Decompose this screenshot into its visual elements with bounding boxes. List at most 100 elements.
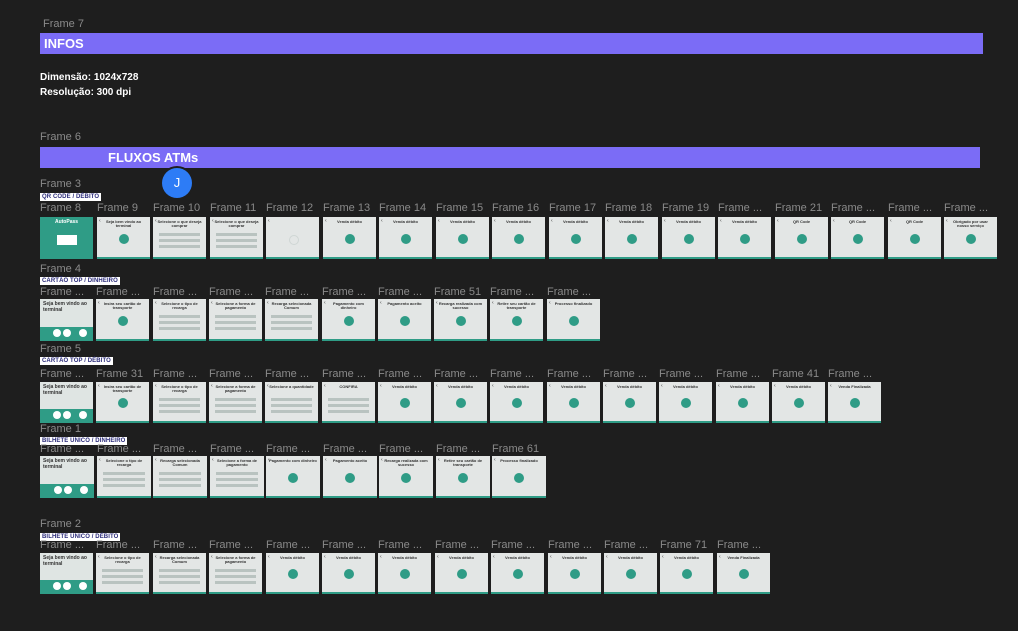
screen-thumbnail[interactable]: ‹Selecione o tipo de recarga [97,456,151,498]
frame-label[interactable]: Frame ... [378,286,423,298]
screen-thumbnail[interactable]: ‹Selecione a quantidade [265,382,318,423]
screen-thumbnail[interactable]: ‹Venda débito [605,217,658,259]
frame-label[interactable]: Frame ... [153,368,198,380]
frame-label[interactable]: Frame ... [96,539,141,551]
frame-label[interactable]: Frame ... [379,443,424,455]
screen-thumbnail[interactable]: ‹Venda débito [378,382,431,423]
screen-thumbnail[interactable]: ‹Selecione a forma de pagamento [209,553,262,594]
screen-thumbnail[interactable]: ‹Recarga realizada com sucesso [379,456,433,498]
screen-thumbnail[interactable]: ‹Venda débito [378,553,431,594]
frame-label[interactable]: Frame ... [547,368,592,380]
screen-thumbnail[interactable]: ‹Insira seu cartão de transporte [96,299,149,341]
screen-thumbnail[interactable]: ‹Venda débito [434,382,487,423]
frame-label[interactable]: Frame 18 [605,202,653,214]
frame-label[interactable]: Frame ... [716,368,761,380]
frame-2-label[interactable]: Frame 2 [40,518,81,530]
screen-thumbnail[interactable]: ‹Recarga selecionada Comum [153,553,206,594]
frame-label[interactable]: Frame 31 [96,368,144,380]
screen-thumbnail[interactable]: ‹Selecione o que deseja comprar [210,217,263,259]
screen-thumbnail[interactable]: ‹Selecione a forma de pagamento [209,299,262,341]
screen-thumbnail[interactable]: ‹QR Code [775,217,828,259]
screen-thumbnail[interactable]: ‹Recarga realizada com sucesso [434,299,487,341]
frame-label[interactable]: Frame ... [436,443,481,455]
frame-4-label[interactable]: Frame 4 [40,263,81,275]
frame-label[interactable]: Frame ... [717,539,762,551]
frame-label[interactable]: Frame ... [831,202,876,214]
screen-thumbnail[interactable]: ‹Seja bem vindo ao terminal [97,217,150,259]
frame-label[interactable]: Frame ... [944,202,989,214]
screen-thumbnail[interactable]: ‹Venda débito [323,217,376,259]
frame-label[interactable]: Frame ... [266,539,311,551]
frame-label[interactable]: Frame ... [323,443,368,455]
screen-thumbnail[interactable]: ‹Selecione a forma de pagamento [209,382,262,423]
frame-label[interactable]: Frame 13 [323,202,371,214]
frame-label[interactable]: Frame ... [604,539,649,551]
frame-5-label[interactable]: Frame 5 [40,343,81,355]
screen-thumbnail[interactable]: ‹Venda débito [322,553,375,594]
screen-thumbnail[interactable]: ‹Retire seu cartão de transporte [490,299,543,341]
frame-label[interactable]: Frame 71 [660,539,708,551]
frame-label[interactable]: Frame ... [828,368,873,380]
screen-thumbnail[interactable]: Seja bem vindo ao terminal [40,456,94,498]
frame-label[interactable]: Frame ... [265,368,310,380]
screen-thumbnail[interactable]: ‹Selecione a forma de pagamento [210,456,264,498]
frame-label[interactable]: Frame ... [378,539,423,551]
screen-thumbnail[interactable]: ‹Venda débito [491,553,544,594]
frame-label[interactable]: Frame 19 [662,202,710,214]
screen-thumbnail[interactable]: ‹Venda débito [548,553,601,594]
screen-thumbnail[interactable]: ‹Pagamento aceito [378,299,431,341]
user-avatar[interactable]: J [162,168,192,198]
frame-label[interactable]: Frame 8 [40,202,81,214]
screen-thumbnail[interactable]: ‹Venda débito [436,217,489,259]
screen-thumbnail[interactable]: ‹Selecione o tipo de recarga [153,299,206,341]
screen-thumbnail[interactable]: ‹Venda débito [547,382,600,423]
screen-thumbnail[interactable]: Seja bem vindo ao terminal [40,382,93,423]
frame-label[interactable]: Frame ... [40,368,85,380]
frame-label[interactable]: Frame ... [490,368,535,380]
frame-1-label[interactable]: Frame 1 [40,423,81,435]
frame-label[interactable]: Frame ... [266,443,311,455]
frame-label[interactable]: Frame 21 [775,202,823,214]
screen-thumbnail[interactable]: ‹Venda débito [662,217,715,259]
screen-thumbnail[interactable]: ‹Pagamento aceito [323,456,377,498]
frame-label[interactable]: Frame ... [40,443,85,455]
infos-banner[interactable]: INFOS [40,33,983,54]
fluxos-banner[interactable]: FLUXOS ATMs [40,147,980,168]
screen-thumbnail[interactable]: ‹Venda débito [435,553,488,594]
screen-thumbnail[interactable]: ‹Venda débito [490,382,543,423]
frame-label[interactable]: Frame ... [322,368,367,380]
frame-label[interactable]: Frame 41 [772,368,820,380]
frame-label[interactable]: Frame ... [97,443,142,455]
frame-3-label[interactable]: Frame 3 [40,178,81,190]
screen-thumbnail[interactable]: ‹Retire seu cartão de transporte [436,456,490,498]
screen-thumbnail[interactable]: ‹Insira seu cartão de transporte [96,382,149,423]
frame-label[interactable]: Frame ... [153,539,198,551]
frame-label[interactable]: Frame 10 [153,202,201,214]
screen-thumbnail[interactable]: ‹Venda débito [379,217,432,259]
frame-7-label[interactable]: Frame 7 [43,18,84,30]
screen-thumbnail[interactable]: ‹Processo finalizado [547,299,600,341]
frame-label[interactable]: Frame ... [40,539,85,551]
screen-thumbnail[interactable]: ‹Selecione o que deseja comprar [153,217,206,259]
screen-thumbnail[interactable]: ‹ [266,217,319,259]
frame-label[interactable]: Frame 61 [492,443,540,455]
frame-label[interactable]: Frame ... [547,286,592,298]
frame-label[interactable]: Frame 14 [379,202,427,214]
screen-thumbnail[interactable]: ‹Venda débito [716,382,769,423]
frame-label[interactable]: Frame ... [490,286,535,298]
frame-label[interactable]: Frame ... [209,368,254,380]
frame-label[interactable]: Frame ... [322,286,367,298]
screen-thumbnail[interactable]: ‹Selecione o tipo de recarga [96,553,149,594]
frame-label[interactable]: Frame 9 [97,202,138,214]
screen-thumbnail[interactable]: Seja bem vindo ao terminal [40,299,93,341]
screen-thumbnail[interactable]: ‹Venda Finalizada [717,553,770,594]
screen-thumbnail[interactable]: ‹Venda débito [659,382,712,423]
frame-label[interactable]: Frame ... [659,368,704,380]
frame-label[interactable]: Frame ... [153,443,198,455]
frame-label[interactable]: Frame ... [548,539,593,551]
screen-thumbnail[interactable]: ‹Recarga selecionada Comum [153,456,207,498]
screen-thumbnail[interactable]: ‹Venda débito [604,553,657,594]
frame-label[interactable]: Frame 12 [266,202,314,214]
screen-thumbnail[interactable]: ‹Venda débito [603,382,656,423]
frame-label[interactable]: Frame ... [96,286,141,298]
